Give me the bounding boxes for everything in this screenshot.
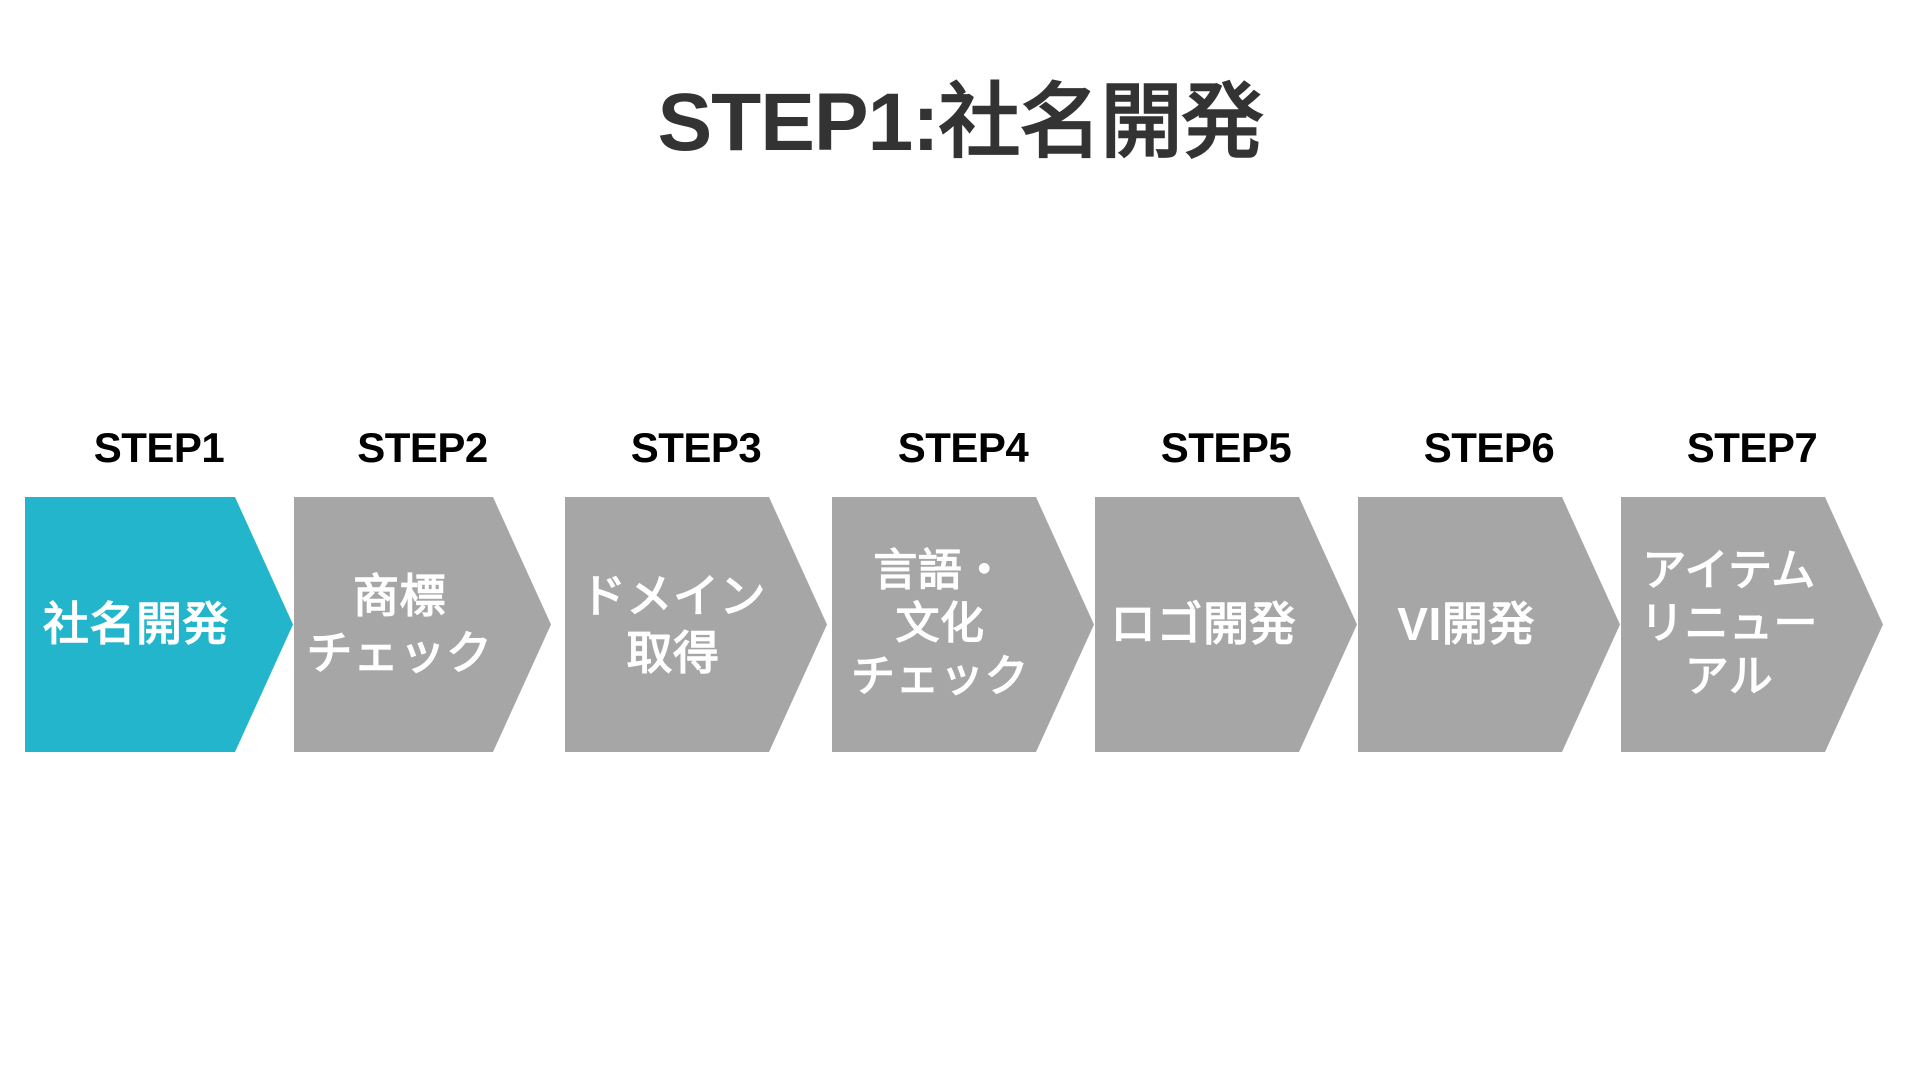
flow-step-6[interactable]: STEP6 VI開発 xyxy=(1358,424,1620,752)
flow-step-5[interactable]: STEP5 ロゴ開発 xyxy=(1095,424,1357,752)
chevron-shape-1[interactable]: 社名開発 xyxy=(25,497,293,752)
flow-step-4[interactable]: STEP4 言語・ 文化 チェック xyxy=(832,424,1094,752)
chevron-shape-5[interactable]: ロゴ開発 xyxy=(1095,497,1357,752)
step-text-6: VI開発 xyxy=(1397,598,1535,651)
chevron-shape-6[interactable]: VI開発 xyxy=(1358,497,1620,752)
step-label-7: STEP7 xyxy=(1686,424,1818,471)
step-label-4: STEP4 xyxy=(897,424,1029,471)
step-text-2: 商標 チェック xyxy=(306,570,493,679)
step-text-3: ドメイン 取得 xyxy=(580,570,766,679)
chevron-shape-7[interactable]: アイテム リニュー アル xyxy=(1621,497,1883,752)
step-label-3: STEP3 xyxy=(630,424,762,471)
flow-step-3[interactable]: STEP3 ドメイン 取得 xyxy=(565,424,827,752)
step-label-6: STEP6 xyxy=(1423,424,1555,471)
step-label-1: STEP1 xyxy=(93,424,225,471)
flow-step-2[interactable]: STEP2 商標 チェック xyxy=(294,424,551,752)
step-label-2: STEP2 xyxy=(357,424,488,471)
chevron-shape-3[interactable]: ドメイン 取得 xyxy=(565,497,827,752)
chevron-shape-4[interactable]: 言語・ 文化 チェック xyxy=(832,497,1094,752)
flow-step-1[interactable]: STEP1 社名開発 xyxy=(25,424,293,752)
page-title: STEP1:社名開発 xyxy=(657,77,1263,168)
step-text-7: アイテム リニュー アル xyxy=(1640,546,1818,701)
step-text-1: 社名開発 xyxy=(43,598,229,651)
step-label-5: STEP5 xyxy=(1160,424,1292,471)
chevron-shape-2[interactable]: 商標 チェック xyxy=(294,497,551,752)
step-text-5: ロゴ開発 xyxy=(1110,598,1296,651)
step-text-4: 言語・ 文化 チェック xyxy=(851,546,1029,701)
flow-step-7[interactable]: STEP7 アイテム リニュー アル xyxy=(1621,424,1883,752)
